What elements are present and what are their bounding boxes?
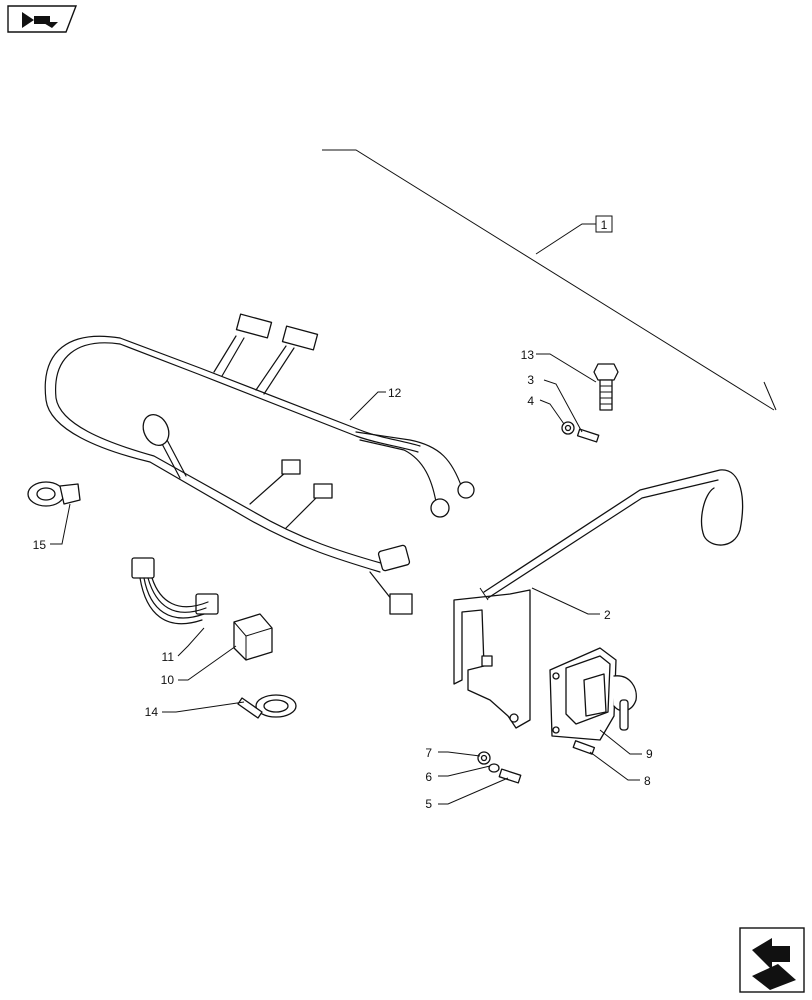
svg-text:14: 14: [145, 705, 159, 719]
bracket-2: [453, 469, 744, 729]
svg-text:15: 15: [33, 538, 47, 552]
washer-6: [488, 763, 500, 773]
callout-6[interactable]: 6: [425, 765, 491, 784]
svg-text:5: 5: [425, 797, 432, 811]
svg-text:8: 8: [644, 774, 651, 788]
screw-5: [498, 768, 522, 784]
wiring-harness: [44, 313, 475, 615]
svg-text:9: 9: [646, 747, 653, 761]
svg-text:11: 11: [162, 650, 175, 664]
callout-15[interactable]: 15: [33, 503, 71, 552]
callout-11[interactable]: 11: [162, 627, 205, 664]
svg-text:6: 6: [425, 770, 432, 784]
svg-text:10: 10: [161, 673, 175, 687]
svg-text:3: 3: [527, 373, 534, 387]
svg-text:4: 4: [527, 394, 534, 408]
clip-15: [27, 481, 81, 507]
svg-text:12: 12: [388, 386, 402, 400]
svg-text:7: 7: [425, 746, 432, 760]
callout-9[interactable]: 9: [599, 729, 653, 761]
svg-text:13: 13: [521, 348, 535, 362]
callout-12[interactable]: 12: [349, 386, 402, 421]
callout-1[interactable]: 1: [595, 215, 613, 233]
nav-back-arrow-icon[interactable]: [7, 5, 78, 33]
bolt-13: [593, 363, 619, 411]
callout-2[interactable]: 2: [531, 587, 611, 622]
callout-14[interactable]: 14: [145, 701, 245, 719]
svg-text:1: 1: [601, 218, 608, 232]
svg-text:2: 2: [604, 608, 611, 622]
screw-3: [576, 428, 600, 443]
cable-tie-14: [237, 694, 297, 719]
nav-next-arrow-icon[interactable]: [739, 927, 805, 993]
relay-10: [233, 613, 273, 661]
callout-5[interactable]: 5: [425, 777, 509, 811]
callout-7[interactable]: 7: [425, 746, 481, 760]
sub-harness-11: [131, 557, 219, 625]
callout-4[interactable]: 4: [527, 394, 565, 425]
nut-4: [561, 421, 575, 435]
callout-13[interactable]: 13: [521, 348, 597, 383]
assembly-bracket-line: [322, 149, 777, 411]
screw-8: [572, 740, 596, 755]
socket-9: [549, 647, 637, 741]
callout-10[interactable]: 10: [161, 645, 237, 687]
callout-3[interactable]: 3: [527, 373, 583, 433]
callout-8[interactable]: 8: [589, 751, 651, 788]
nut-7: [477, 751, 491, 765]
